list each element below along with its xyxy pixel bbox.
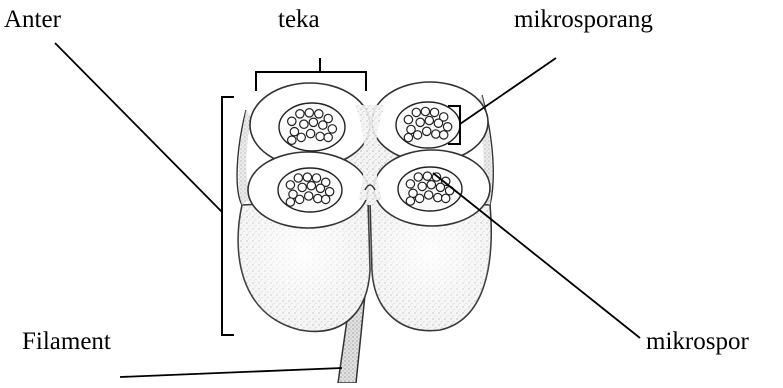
microspore-grain bbox=[412, 108, 420, 116]
microspore-grain bbox=[425, 116, 433, 124]
microspore-grain bbox=[322, 195, 330, 203]
leader-mikrosporang bbox=[460, 58, 556, 124]
microspore-grain bbox=[413, 131, 421, 139]
microspore-grain bbox=[303, 173, 311, 181]
leader-filament bbox=[120, 368, 342, 377]
microspore-grain bbox=[430, 108, 438, 116]
leader-anter bbox=[55, 43, 222, 212]
microspore-grain bbox=[440, 131, 448, 139]
microspore-grain bbox=[325, 188, 333, 196]
microspore-grain bbox=[314, 194, 322, 202]
microspore-grain bbox=[418, 182, 426, 190]
microspore-grain bbox=[286, 181, 294, 189]
microspore-grain bbox=[434, 193, 442, 201]
microspore-grain bbox=[316, 132, 324, 140]
microspore-grain bbox=[404, 133, 412, 141]
microspore-grain bbox=[294, 174, 302, 182]
microspore-grain bbox=[423, 127, 431, 135]
microspore-grain bbox=[427, 181, 435, 189]
microspore-grain bbox=[286, 198, 294, 206]
microspore-grain bbox=[316, 184, 324, 192]
microspore-grain bbox=[421, 107, 429, 115]
microspore-grain bbox=[300, 120, 308, 128]
microspore-grain bbox=[288, 136, 296, 144]
microspore-grain bbox=[288, 117, 296, 125]
microspore-grain bbox=[315, 110, 323, 118]
label-filament: Filament bbox=[22, 329, 111, 354]
anther-cross-section bbox=[248, 82, 490, 228]
label-mikrospor: mikrospor bbox=[646, 329, 749, 354]
microspore-grain bbox=[297, 133, 305, 141]
microspore-grain bbox=[423, 172, 431, 180]
microspore-grain bbox=[406, 197, 414, 205]
microspore-grain bbox=[414, 173, 422, 181]
microspore-grain bbox=[296, 110, 304, 118]
microspore-grain bbox=[319, 121, 327, 129]
microspore-grain bbox=[324, 133, 332, 141]
microspore-grain bbox=[406, 180, 414, 188]
microspore-grain bbox=[425, 191, 433, 199]
microspore-grain bbox=[328, 125, 336, 133]
label-anter: Anter bbox=[4, 7, 61, 32]
microspore-grain bbox=[307, 182, 315, 190]
microspore-grain bbox=[306, 129, 314, 137]
microspore-grain bbox=[305, 109, 313, 117]
microspore-grain bbox=[305, 192, 313, 200]
microspore-grain bbox=[442, 194, 450, 202]
microspore-grain bbox=[443, 123, 451, 131]
microspore-grain bbox=[436, 183, 444, 191]
microspore-grain bbox=[295, 195, 303, 203]
microspore-grain bbox=[416, 118, 424, 126]
bracket-anter bbox=[222, 97, 234, 335]
microspore-grain bbox=[298, 183, 306, 191]
label-teka: teka bbox=[278, 7, 320, 32]
microspore-grain bbox=[432, 130, 440, 138]
microspore-grain bbox=[312, 174, 320, 182]
microspore-grain bbox=[415, 194, 423, 202]
microspore-grain bbox=[434, 119, 442, 127]
microspore-grain bbox=[309, 118, 317, 126]
microspore-grain bbox=[404, 115, 412, 123]
label-mikrosporang: mikrosporang bbox=[514, 7, 653, 32]
